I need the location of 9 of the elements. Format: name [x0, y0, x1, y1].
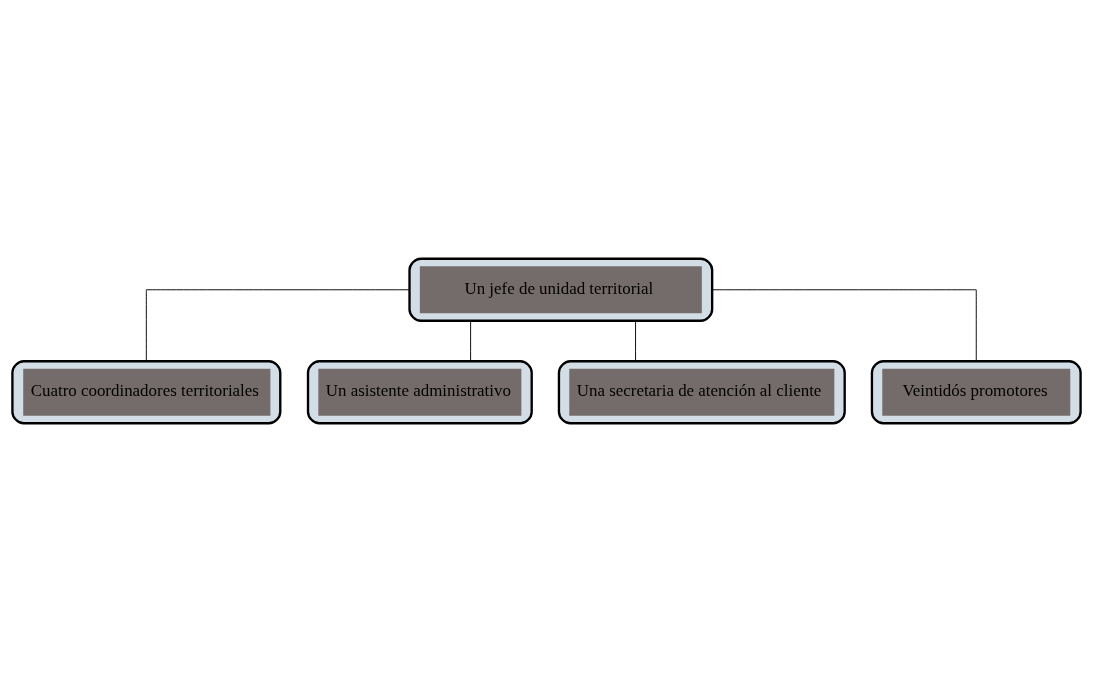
node-box: Un jefe de unidad territorial [408, 257, 714, 322]
node-box: Cuatro coordinadores territoriales [11, 359, 282, 424]
connector [635, 320, 636, 362]
connector [145, 288, 410, 361]
node-box: Veintidós promotores [870, 359, 1082, 424]
connector [470, 320, 472, 362]
node-box: Un asistente administrativo [306, 359, 533, 424]
connector [711, 288, 977, 361]
node-box: Una secretaria de atención al cliente [557, 359, 846, 424]
